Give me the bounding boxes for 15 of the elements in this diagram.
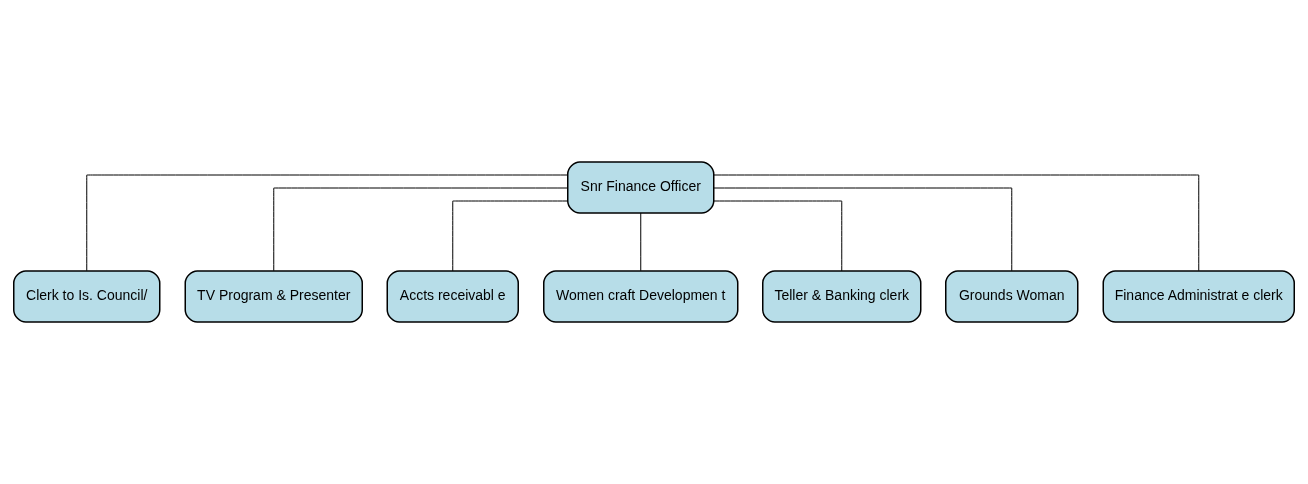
connector	[713, 200, 843, 272]
node-box: Snr Finance Officer	[567, 161, 715, 214]
connector	[713, 187, 1013, 272]
node-box: Grounds Woman	[945, 270, 1079, 323]
node-box: TV Program & Presenter	[184, 270, 363, 323]
node-box: Accts receivabl e	[386, 270, 519, 323]
connector	[86, 174, 568, 272]
connector	[640, 212, 642, 272]
node-box: Finance Administrat e clerk	[1102, 270, 1295, 323]
connector	[713, 174, 1200, 272]
connector	[273, 187, 568, 272]
node-box: Clerk to Is. Council/	[13, 270, 161, 323]
node-box: Women craft Developmen t	[543, 270, 739, 323]
connector	[452, 200, 569, 272]
node-box: Teller & Banking clerk	[762, 270, 922, 323]
